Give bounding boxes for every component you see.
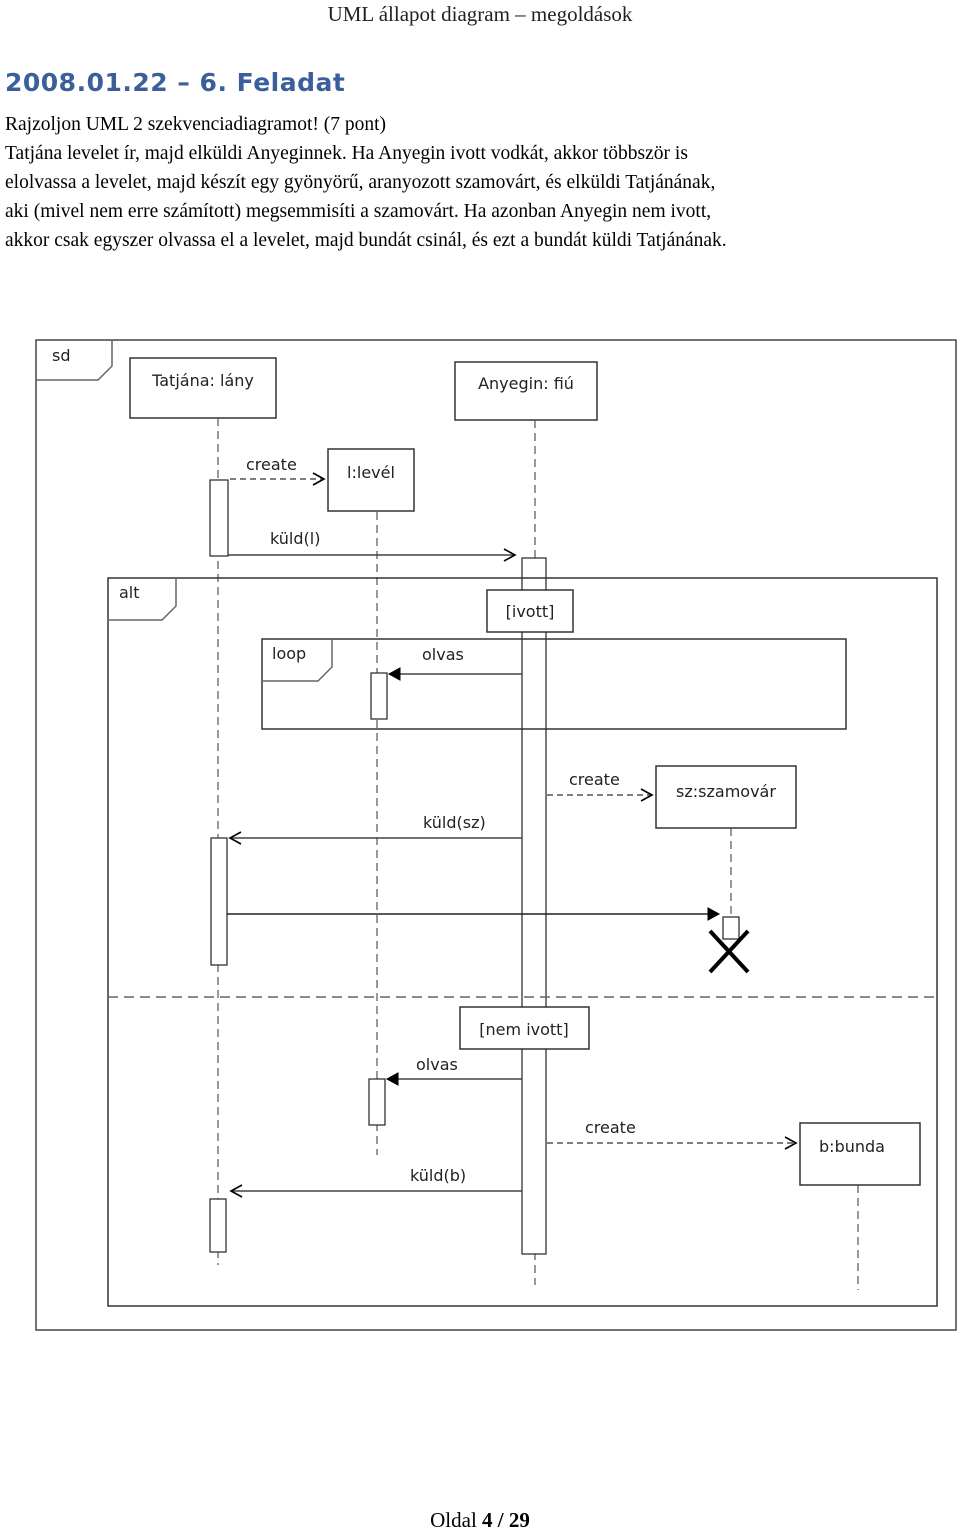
message-label-kuld-l: küld(l) bbox=[270, 529, 320, 548]
activation-tatjana-1 bbox=[209, 479, 229, 557]
task-line: Tatjána levelet ír, majd elküldi Anyegin… bbox=[5, 143, 688, 164]
alt-fragment-tab bbox=[108, 578, 177, 621]
loop-fragment bbox=[261, 638, 847, 730]
sequence-diagram: sd Tatjána: lány Anyegin: fiú l:levél cr… bbox=[35, 339, 957, 1331]
activation-level-2 bbox=[368, 1078, 386, 1126]
loop-fragment-label: loop bbox=[272, 644, 306, 663]
message-label-create-bunda: create bbox=[585, 1118, 636, 1137]
activation-tatjana-3 bbox=[209, 1198, 227, 1253]
sd-frame-label: sd bbox=[52, 346, 71, 365]
page-footer-prefix: Oldal bbox=[430, 1508, 483, 1532]
lifeline-label-bunda: b:bunda bbox=[819, 1137, 885, 1156]
lifeline-head-anyegin bbox=[454, 361, 598, 421]
sd-frame-tab bbox=[36, 340, 113, 381]
lifeline-label-level: l:levél bbox=[347, 463, 395, 482]
message-label-create-level: create bbox=[246, 455, 297, 474]
activation-tatjana-2 bbox=[210, 837, 228, 966]
page-header: UML állapot diagram – megoldások bbox=[327, 2, 633, 26]
lifeline-head-szamovar bbox=[655, 765, 797, 829]
sd-frame bbox=[35, 339, 957, 1331]
message-label-olvas-1: olvas bbox=[422, 645, 464, 664]
loop-fragment-tab bbox=[262, 639, 333, 682]
message-label-create-szamovar: create bbox=[569, 770, 620, 789]
task-line: aki (mivel nem erre számított) megsemmis… bbox=[5, 201, 712, 222]
lifeline-head-tatjana bbox=[129, 357, 277, 419]
guard-nem-ivott-box bbox=[459, 1006, 590, 1050]
message-label-kuld-sz: küld(sz) bbox=[423, 813, 486, 832]
task-line: elolvassa a levelet, majd készít egy gyö… bbox=[5, 172, 716, 193]
task-description: Rajzoljon UML 2 szekvenciadiagramot! (7 … bbox=[5, 110, 927, 255]
guard-nem-ivott: [nem ivott] bbox=[479, 1020, 568, 1039]
task-heading: 2008.01.22 – 6. Feladat bbox=[5, 68, 346, 97]
lifeline-label-anyegin: Anyegin: fiú bbox=[478, 374, 574, 393]
guard-ivott: [ivott] bbox=[506, 602, 555, 621]
lifeline-head-bunda bbox=[799, 1122, 921, 1186]
guard-ivott-box bbox=[486, 589, 574, 633]
lifeline-label-tatjana: Tatjána: lány bbox=[151, 371, 254, 390]
alt-fragment-label: alt bbox=[119, 583, 140, 602]
message-label-kuld-b: küld(b) bbox=[410, 1166, 466, 1185]
activation-level-1 bbox=[370, 672, 388, 720]
alt-fragment bbox=[107, 577, 938, 1307]
task-line: Rajzoljon UML 2 szekvenciadiagramot! (7 … bbox=[5, 114, 387, 135]
lifeline-head-level bbox=[327, 448, 415, 512]
activation-szamovar bbox=[722, 916, 740, 940]
page-footer: Oldal 4 / 29 bbox=[0, 1508, 960, 1533]
page-number: 4 / 29 bbox=[482, 1508, 530, 1532]
destroy-x-icon bbox=[708, 929, 750, 974]
message-label-olvas-2: olvas bbox=[416, 1055, 458, 1074]
task-line: akkor csak egyszer olvassa el a levelet,… bbox=[5, 230, 727, 251]
lifeline-label-szamovar: sz:szamovár bbox=[676, 782, 776, 801]
activation-anyegin bbox=[521, 557, 547, 1255]
